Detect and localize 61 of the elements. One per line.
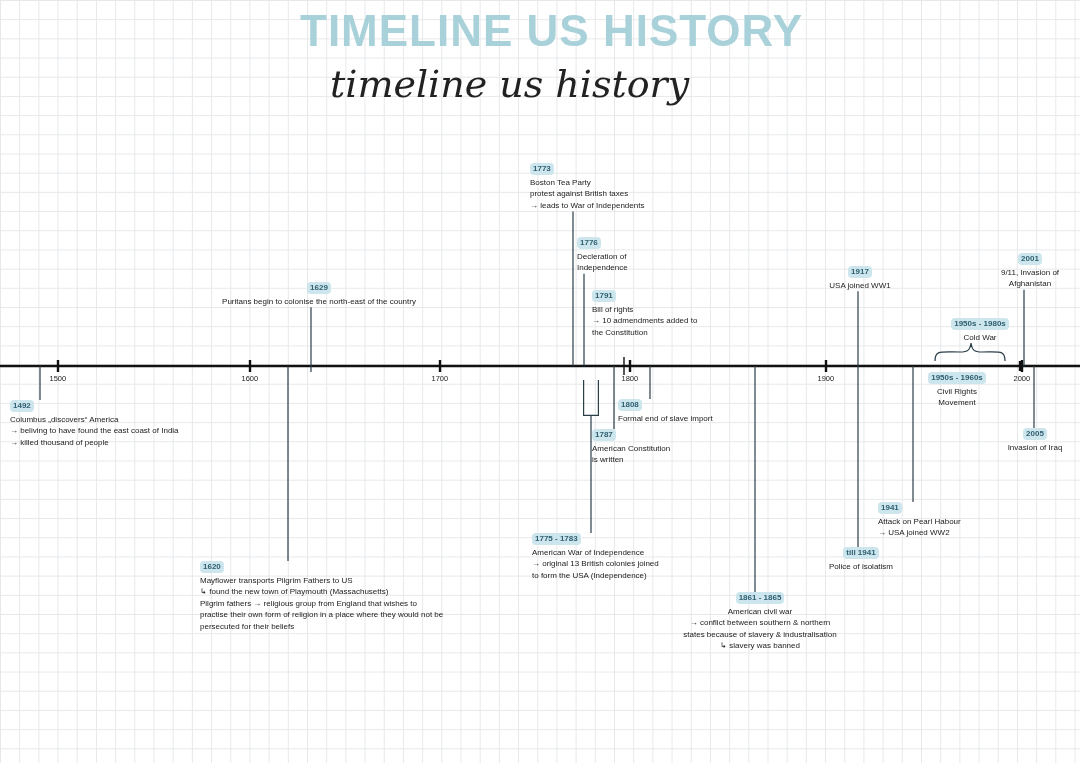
event-text: → USA joined WW2 xyxy=(878,527,950,539)
leader-line xyxy=(583,273,585,367)
leader-line xyxy=(754,365,756,593)
date-label: 1808 xyxy=(618,399,642,411)
date-label: 1941 xyxy=(878,502,902,514)
event-text: Mayflower transports Pilgrim Fathers to US xyxy=(200,574,353,587)
date-label: 1950s - 1960s xyxy=(928,372,986,384)
date-label: 1861 - 1865 xyxy=(735,592,785,604)
event-text: American civil war xyxy=(727,605,793,618)
date-label: 1791 xyxy=(592,290,616,302)
event-text: Police of isolatism xyxy=(829,560,893,573)
date-label: 1787 xyxy=(592,429,616,441)
leader-line xyxy=(590,415,592,534)
event-text: → beliving to have found the east coast of India xyxy=(10,425,179,437)
date-label: 2005 xyxy=(1023,428,1047,440)
leader-line xyxy=(912,365,914,503)
date-label: 2001 xyxy=(1018,253,1042,265)
event-text: → leads to War of Independents xyxy=(530,199,645,212)
event-text: American War of Independence xyxy=(532,546,645,559)
leader-line xyxy=(649,365,651,400)
period-bracket xyxy=(583,380,599,416)
event-text: Cold War xyxy=(963,331,997,344)
event-text: Pilgrim fathers → religious group from England that wishes to practise their own form of religion in a place where they would not be persecuted for their beliefs xyxy=(200,597,445,633)
event-text: Boston Tea Party xyxy=(530,176,591,189)
leader-line xyxy=(613,365,615,430)
event-text: → killed thousand of people xyxy=(10,436,109,449)
leader-line xyxy=(39,365,41,401)
date-label: 1629 xyxy=(307,282,331,294)
leader-line xyxy=(857,290,859,548)
date-label: 1776 xyxy=(577,237,601,249)
event-text: Decleration of Independence xyxy=(577,250,629,274)
event-text: protest against British taxes xyxy=(530,188,629,200)
event-text: American Constitution is written xyxy=(592,442,672,466)
leader-line xyxy=(310,306,312,373)
date-label: 1773 xyxy=(530,163,554,175)
date-label: 1917 xyxy=(848,266,872,278)
date-label: till 1941 xyxy=(843,547,879,559)
event-text: Attack on Pearl Habour xyxy=(878,515,961,528)
leader-line xyxy=(1023,289,1025,367)
event-text: USA joined WW1 xyxy=(829,279,891,292)
title: timeline us history xyxy=(330,62,690,106)
event-text: Puritans begin to colonise the north-east of the country xyxy=(222,295,416,308)
date-label: 1620 xyxy=(200,561,224,573)
date-label: 1950s - 1980s xyxy=(951,318,1009,330)
event-text: ↳ found the new town of Playmouth (Massachusetts) xyxy=(200,586,389,598)
title-lettering: TIMELINE US HISTORY xyxy=(300,6,804,56)
event-text: Columbus „discovers“ America xyxy=(10,413,119,426)
leader-line xyxy=(287,365,289,562)
date-label: 1775 - 1783 xyxy=(532,533,581,545)
event-text: ↳ slavery was banned xyxy=(720,640,800,652)
event-text: 9/11, Invasion of Afghanistan xyxy=(999,266,1061,290)
leader-line xyxy=(1033,365,1035,429)
event-text: → original 13 British colonies joined to form the USA (Independence) xyxy=(532,558,660,582)
event-text: Invasion of Iraq xyxy=(1007,441,1063,454)
event-text: → 10 admendments added to the Constitution xyxy=(592,315,699,339)
event-text: Formal end of slave import xyxy=(618,412,713,425)
date-label: 1492 xyxy=(10,400,34,412)
leader-line xyxy=(572,210,574,367)
event-text: Bill of rights xyxy=(592,303,634,316)
event-text: → conflict between southern & northern states because of slavery & industralisation xyxy=(682,617,838,641)
event-text: Civil Rights Movement xyxy=(936,385,978,409)
